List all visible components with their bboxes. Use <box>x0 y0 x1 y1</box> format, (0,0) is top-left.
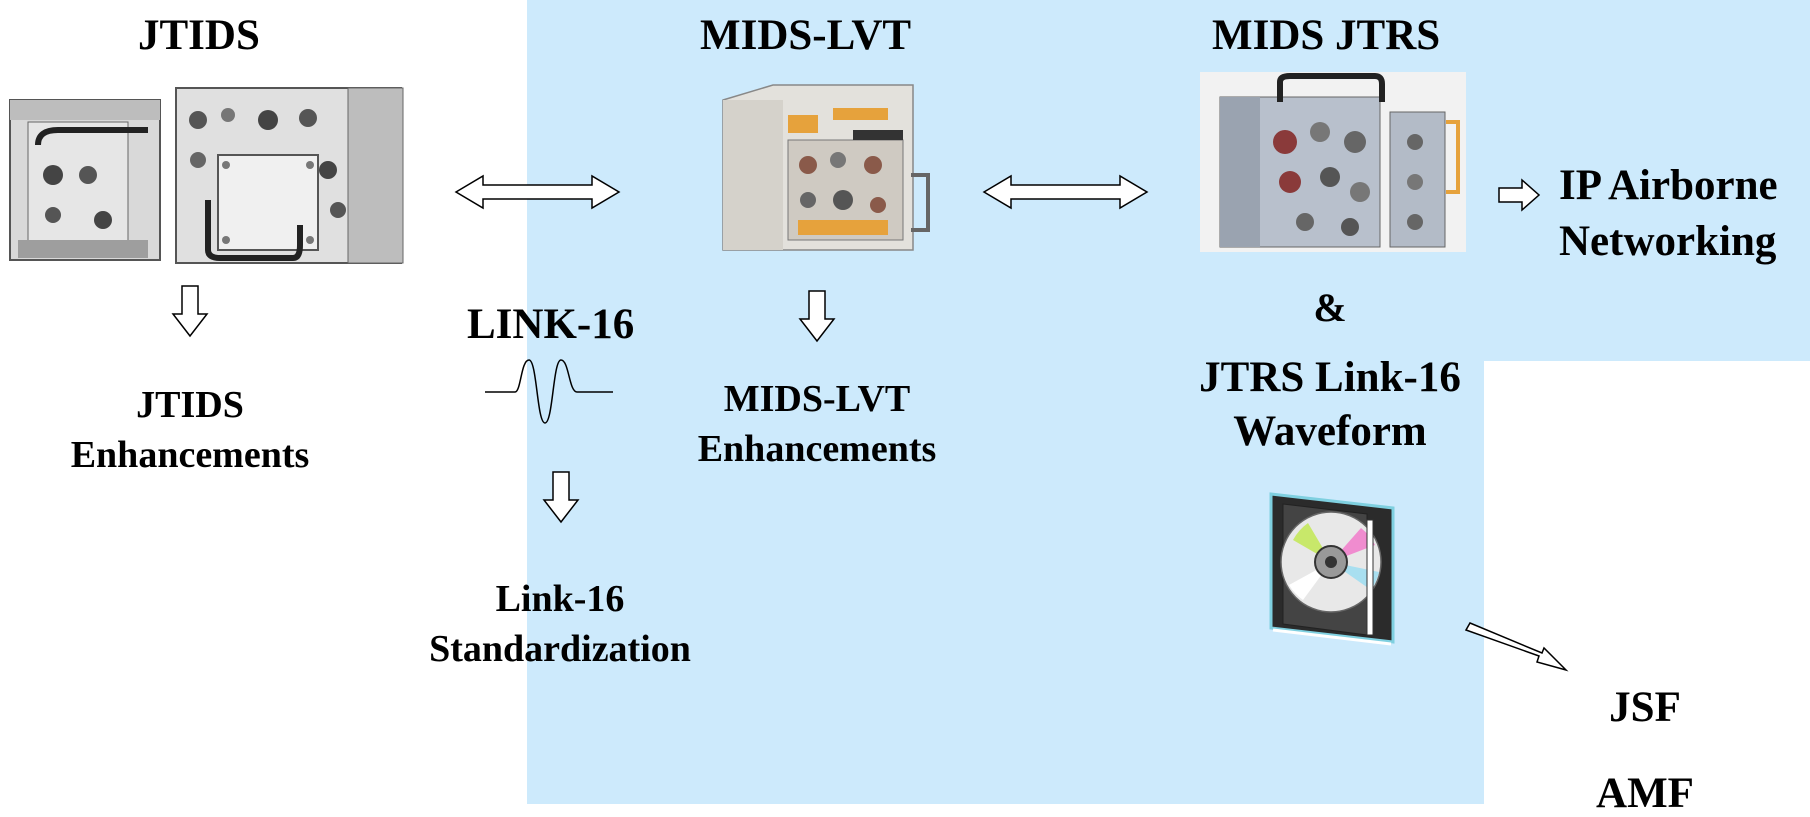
jtids-down-arrow <box>171 285 209 338</box>
standardization-line2: Standardization <box>429 628 691 670</box>
jtids-lvt-double-arrow <box>454 174 621 210</box>
standardization-line1: Link-16 <box>495 578 625 620</box>
lvt-enhancements-line1: MIDS-LVT <box>723 378 911 420</box>
jsf-diagonal-arrow <box>1464 622 1569 672</box>
mids-lvt-terminal-photo <box>722 84 930 251</box>
mids-lvt-title: MIDS-LVT <box>700 12 912 59</box>
link16-down-arrow <box>542 471 580 524</box>
jtrs-waveform-line2: Waveform <box>1233 408 1427 455</box>
mids-jtrs-title: MIDS JTRS <box>1212 12 1441 59</box>
jtids-title: JTIDS <box>138 12 260 59</box>
jsf-label: JSF <box>1609 684 1681 731</box>
amf-label: AMF <box>1596 770 1694 817</box>
mids-jtrs-terminal-photo <box>1200 72 1466 252</box>
jtids-enhancements-line1: JTIDS <box>136 384 244 426</box>
lvt-jtrs-double-arrow <box>982 174 1149 210</box>
highlight-region-right <box>1484 0 1810 361</box>
ampersand: & <box>1313 285 1347 330</box>
ip-right-arrow <box>1498 178 1541 212</box>
link16-waveform-icon <box>485 359 613 424</box>
ip-networking-line2: Networking <box>1559 218 1777 265</box>
software-cd-case-icon <box>1269 492 1395 646</box>
lvt-down-arrow <box>798 290 836 343</box>
link16-label: LINK-16 <box>467 301 635 348</box>
ip-networking-line1: IP Airborne <box>1559 162 1778 209</box>
jtids-enhancements-line2: Enhancements <box>70 434 310 476</box>
lvt-enhancements-line2: Enhancements <box>697 428 937 470</box>
jtrs-waveform-line1: JTRS Link-16 <box>1199 354 1461 401</box>
jtids-terminal-photo <box>9 87 404 264</box>
